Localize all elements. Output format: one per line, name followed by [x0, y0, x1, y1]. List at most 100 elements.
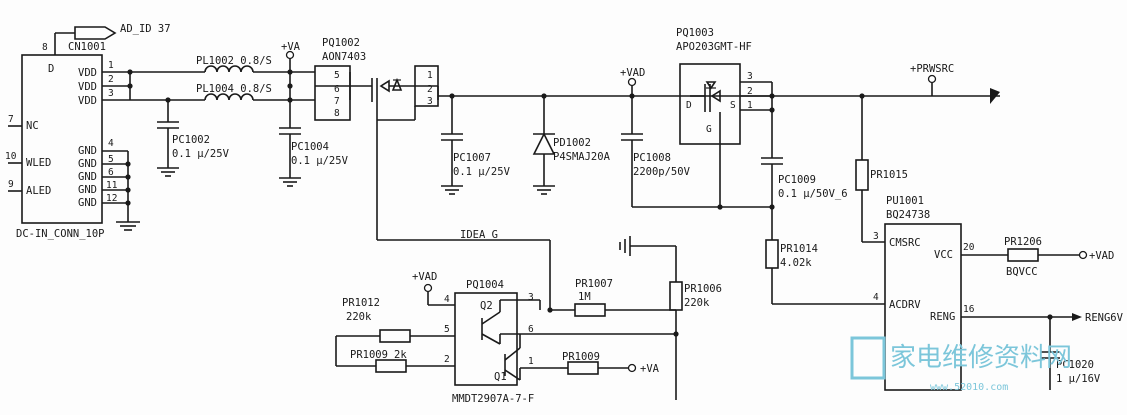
ground-symbol	[116, 221, 140, 231]
pin-name: RENG	[930, 311, 955, 323]
pin-num: 2	[747, 86, 753, 97]
mosfet-ref: PQ1002	[322, 37, 360, 49]
net-idea-g-label: IDEA_G	[460, 229, 498, 241]
pin-num: 1	[427, 70, 433, 81]
q2-label: Q2	[480, 300, 493, 312]
pin-num: 16	[963, 304, 975, 315]
connector-part: DC-IN_CONN_10P	[16, 228, 105, 240]
resistor-ref: PR1006	[684, 283, 722, 295]
transistor-ref: PQ1004	[466, 279, 504, 291]
net-va-label: +VA	[640, 363, 660, 375]
resistor-value: 220k	[684, 297, 710, 309]
net-va-label: +VA	[281, 41, 301, 53]
pin-num: 7	[8, 114, 14, 125]
pin-num: 9	[8, 179, 14, 190]
pin-num: 3	[747, 71, 753, 82]
pin-d-label: D	[48, 63, 54, 75]
pin-name: GND	[78, 197, 97, 209]
pin-num: 8	[334, 108, 340, 119]
inductor-label: PL1004 0.8/S	[196, 83, 272, 95]
resistor-value: 4.02k	[780, 257, 812, 269]
watermark: 家电维修资料网 www.52010.com	[850, 336, 1072, 393]
pin-name: WLED	[26, 157, 51, 169]
pin-name: GND	[78, 158, 97, 170]
pin-num: 5	[334, 70, 340, 81]
pin-tag: G	[706, 124, 712, 135]
pin-num: 4	[873, 292, 879, 303]
cap-ref: PC1004	[291, 141, 329, 153]
pin-num: 4	[108, 138, 114, 149]
pin-num: 2	[444, 354, 450, 365]
pin-num: 3	[528, 292, 534, 303]
pin-num: 4	[444, 294, 450, 305]
cap-ref: PC1008	[633, 152, 671, 164]
cap-value: 0.1 µ/50V_6	[778, 188, 848, 200]
pin-name: VDD	[78, 67, 97, 79]
transistor-part: MMDT2907A-7-F	[452, 393, 534, 405]
mosfet-pq1002: PQ1002 AON7403 5 6 7 8 1 2 3 IDEA_G	[314, 37, 1000, 310]
mosfet-ref: PQ1003	[676, 27, 714, 39]
pin-num: 3	[108, 88, 114, 99]
pin-name: NC	[26, 120, 39, 132]
net-prwsrc-label: +PRWSRC	[910, 63, 954, 75]
cap-ref: PC1020	[1056, 359, 1094, 371]
pin-name: CMSRC	[889, 237, 921, 249]
resistor-value: 1M	[578, 291, 591, 303]
pin-num: 10	[5, 151, 17, 162]
net-bqvcc-label: BQVCC	[1006, 266, 1038, 278]
net-prwsrc: +PRWSRC	[910, 63, 954, 96]
resistor-ref: PR1015	[870, 169, 908, 181]
q1-label: Q1	[494, 371, 507, 383]
pin-num: 1	[528, 356, 534, 367]
inductor-label: PL1002 0.8/S	[196, 55, 272, 67]
resistor-ref: PR1012	[342, 297, 380, 309]
net-vad-label: +VAD	[620, 67, 645, 79]
pin-num: 1	[108, 60, 114, 71]
cap-ref: PC1002	[172, 134, 210, 146]
pin-tag: S	[730, 100, 736, 111]
pin-num: 20	[963, 242, 975, 253]
cap-value: 0.1 µ/25V	[453, 166, 511, 178]
pin-num: 11	[106, 180, 118, 191]
pin-num: 2	[108, 74, 114, 85]
diode-part: P4SMAJ20A	[553, 151, 611, 163]
pin-name: GND	[78, 171, 97, 183]
pin-name: GND	[78, 145, 97, 157]
net-reng6v-label: RENG6V	[1085, 312, 1124, 324]
transistor-pq1004: PQ1004 MMDT2907A-7-F Q2 Q1 4 5 2 3 6 1 +…	[335, 236, 722, 405]
pin-8-label: 8	[42, 42, 48, 53]
pin-num: 7	[334, 96, 340, 107]
pin-name: ACDRV	[889, 299, 921, 311]
diode-pd1002: PD1002 P4SMAJ20A	[532, 96, 611, 195]
watermark-text: 家电维修资料网	[890, 343, 1072, 373]
watermark-url: www.52010.com	[930, 382, 1008, 393]
inductors: PL1002 0.8/S PL1004 0.8/S +VA PC1002 0.1…	[130, 41, 349, 187]
connector-ref: CN1001	[68, 41, 106, 53]
pin-num: 2	[427, 84, 433, 95]
resistor-pr1014: PR1014 4.02k	[765, 207, 885, 305]
net-adid-label: AD_ID 37	[120, 23, 171, 35]
pin-num: 6	[334, 84, 340, 95]
pin-name: VDD	[78, 95, 97, 107]
resistor-ref: PR1009	[350, 349, 388, 361]
cap-ref: PC1007	[453, 152, 491, 164]
resistor-pr1015: PR1015	[855, 96, 908, 243]
mosfet-part: AON7403	[322, 51, 366, 63]
resistor-ref: PR1007	[575, 278, 613, 290]
pin-num: 3	[873, 231, 879, 242]
net-vad-label: +VAD	[412, 271, 437, 283]
pin-num: 1	[747, 100, 753, 111]
resistor-value: 2k	[394, 349, 407, 361]
cap-value: 2200p/50V	[633, 166, 691, 178]
cap-ref: PC1009	[778, 174, 816, 186]
cap-value: 0.1 µ/25V	[291, 155, 349, 167]
pin-num: 3	[427, 96, 433, 107]
cap-pc1009: PC1009 0.1 µ/50V_6	[761, 110, 848, 210]
pin-name: VCC	[934, 249, 953, 261]
resistor-ref: PR1009	[562, 351, 600, 363]
cap-pc1008: +VAD PC1008 2200p/50V	[620, 67, 772, 208]
resistor-ref: PR1014	[780, 243, 818, 255]
ic-part: BQ24738	[886, 209, 930, 221]
pin-name: GND	[78, 184, 97, 196]
